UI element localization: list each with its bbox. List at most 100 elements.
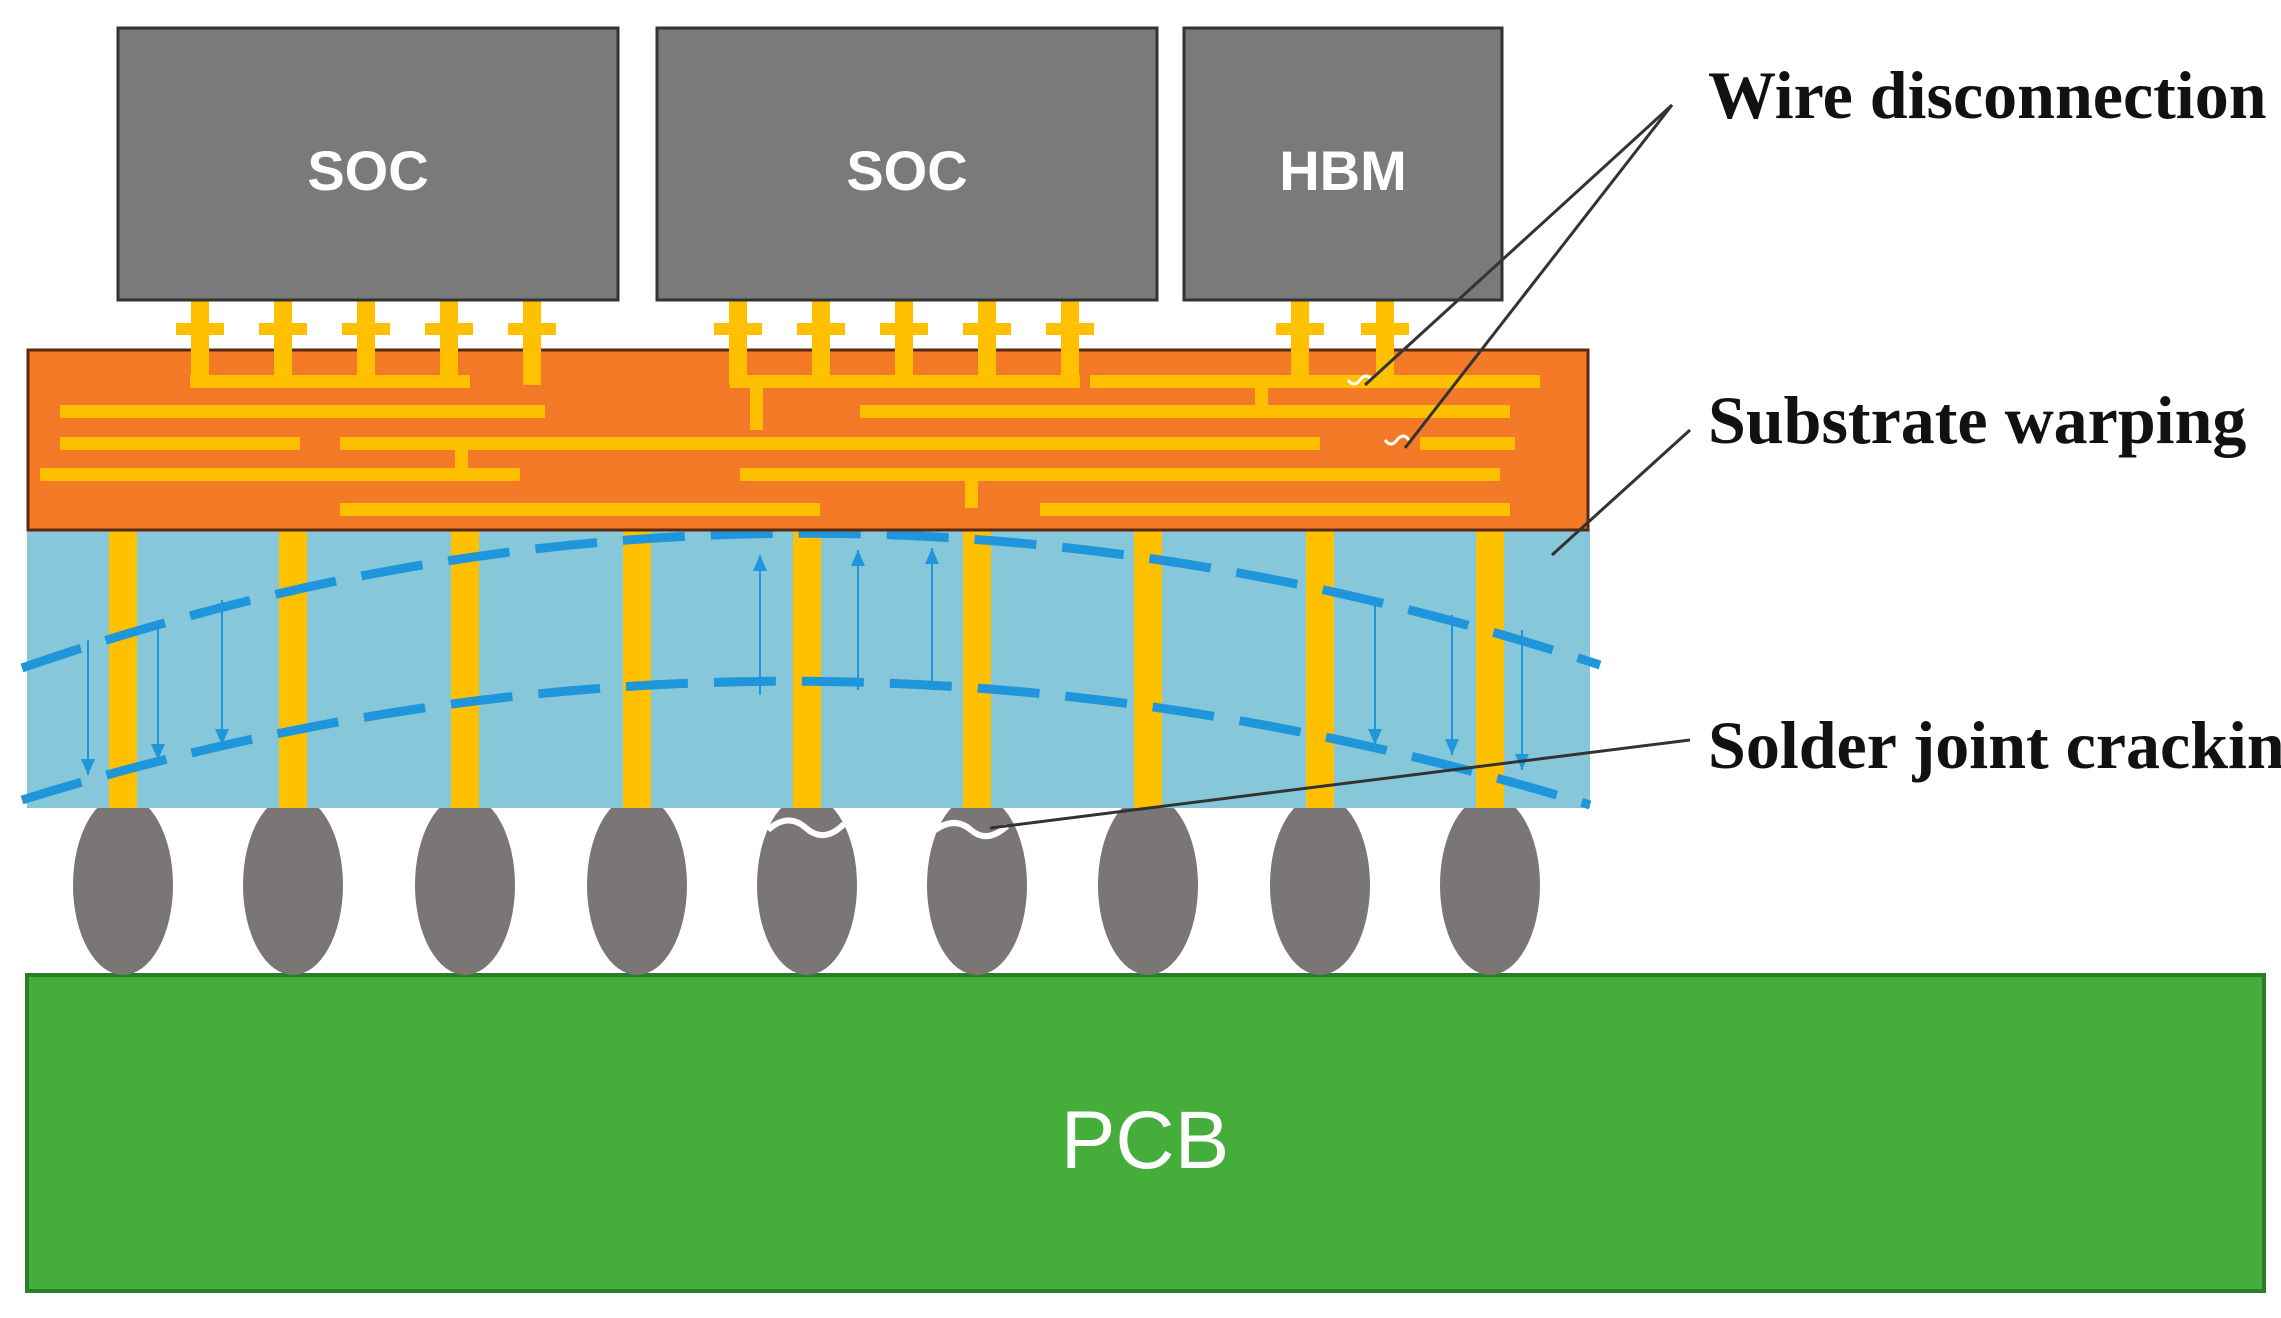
warp-arrows <box>81 548 1529 775</box>
trace-segment <box>40 468 520 481</box>
micro-bump-stem <box>274 335 292 385</box>
substrate-via <box>623 530 651 808</box>
trace-segment <box>340 503 820 516</box>
substrate-via <box>1476 530 1504 808</box>
trace-segment <box>740 468 1500 481</box>
chip-soc-2: SOC <box>655 26 1159 302</box>
micro-bump-cap <box>797 323 845 335</box>
leader-wire-1 <box>1363 103 1674 387</box>
solder-ball <box>757 795 857 975</box>
micro-bump-cap <box>508 323 556 335</box>
micro-bump-cap <box>176 323 224 335</box>
micro-bump-pillar <box>1291 297 1309 325</box>
chip-hbm: HBM <box>1182 26 1504 302</box>
warp-arrow-head <box>151 744 165 760</box>
label-wire-disconnection: Wire disconnection <box>1708 57 2267 133</box>
solder-ball <box>1270 795 1370 975</box>
leader-substrate <box>1550 428 1692 557</box>
micro-bump-pillar <box>440 297 458 325</box>
chip-soc-1-body <box>116 26 620 302</box>
warp-arrow-head <box>925 548 939 564</box>
solder-ball <box>1098 795 1198 975</box>
trace-segment <box>1040 503 1510 516</box>
substrate-via <box>1306 530 1334 808</box>
substrate-via <box>451 530 479 808</box>
substrate-via <box>963 530 991 808</box>
leader-lines <box>989 103 1692 830</box>
substrate-via <box>109 530 137 808</box>
micro-bump-stem <box>440 335 458 385</box>
micro-bump-cap <box>1046 323 1094 335</box>
micro-bump-pillar <box>729 297 747 325</box>
micro-bump-stem <box>1291 335 1309 385</box>
label-solder-joint-cracking: Solder joint cracking <box>1708 707 2281 783</box>
solder-ball <box>415 795 515 975</box>
pcb-label: PCB <box>1061 1095 1230 1186</box>
solder-ball <box>927 795 1027 975</box>
micro-bump-pillar <box>191 297 209 325</box>
micro-bump-stem <box>191 335 209 385</box>
wire-break-mark-1 <box>1346 374 1374 386</box>
solder-ball <box>243 795 343 975</box>
solder-ball <box>73 795 173 975</box>
trace-segment <box>60 405 545 418</box>
solder-ball <box>1440 795 1540 975</box>
micro-bump-pillar <box>895 297 913 325</box>
solder-crack-mark-2 <box>933 820 1010 839</box>
annotation-labels: Wire disconnection Substrate warping Sol… <box>1708 57 2281 783</box>
leader-wire-2 <box>1403 104 1674 449</box>
substrate-via <box>793 530 821 808</box>
trace-segment <box>190 375 470 388</box>
micro-bump-cap <box>1361 323 1409 335</box>
micro-bump-cap <box>714 323 762 335</box>
trace-via <box>750 375 763 430</box>
micro-bump-pillar <box>978 297 996 325</box>
solder-crack-mark-1 <box>765 817 847 838</box>
micro-bump-stem <box>978 335 996 385</box>
micro-bump-pillar <box>1061 297 1079 325</box>
micro-bump-stem <box>1061 335 1079 385</box>
trace-segment <box>60 437 300 450</box>
trace-segment <box>860 405 1510 418</box>
pcb-board: PCB <box>25 973 2266 1293</box>
leader-solder <box>989 738 1691 830</box>
micro-bump-stem <box>895 335 913 385</box>
micro-bump-pillar <box>523 297 541 325</box>
micro-bump-cap <box>259 323 307 335</box>
micro-bump-cap <box>342 323 390 335</box>
substrate-via <box>1134 530 1162 808</box>
chip-hbm-label: HBM <box>1279 139 1407 202</box>
warp-curve-lower <box>20 676 1592 810</box>
solder-ball-row <box>73 795 1540 975</box>
trace-segment <box>340 437 1320 450</box>
wire-break-mark-2 <box>1383 434 1411 446</box>
micro-bump-stem <box>812 335 830 385</box>
warp-arrow-head <box>81 759 95 775</box>
micro-bump-cap <box>425 323 473 335</box>
micro-bump-cap <box>880 323 928 335</box>
micro-bump-cap <box>963 323 1011 335</box>
warp-curve-upper <box>20 528 1602 673</box>
substrate-vias <box>109 530 1504 808</box>
trace-via <box>455 437 468 470</box>
pcb-body <box>25 973 2266 1293</box>
micro-bump-cap <box>1276 323 1324 335</box>
label-substrate-warping: Substrate warping <box>1708 382 2246 458</box>
chip-soc-1: SOC <box>116 26 620 302</box>
micro-bump-stem <box>357 335 375 385</box>
warp-arrow-head <box>753 555 767 571</box>
solder-ball <box>587 795 687 975</box>
micro-bump-stem <box>523 335 541 385</box>
warp-arrow-head <box>851 550 865 566</box>
trace-segment <box>1090 375 1540 388</box>
trace-via <box>965 468 978 508</box>
substrate-via <box>279 530 307 808</box>
failure-marks <box>765 374 1411 839</box>
warp-arrow-head <box>215 729 229 745</box>
chip-hbm-body <box>1182 26 1504 302</box>
micro-bump-pillar <box>1376 297 1394 325</box>
chip-soc-2-label: SOC <box>846 139 967 202</box>
micro-bump-stem <box>729 335 747 385</box>
warp-arrow-head <box>1368 729 1382 745</box>
